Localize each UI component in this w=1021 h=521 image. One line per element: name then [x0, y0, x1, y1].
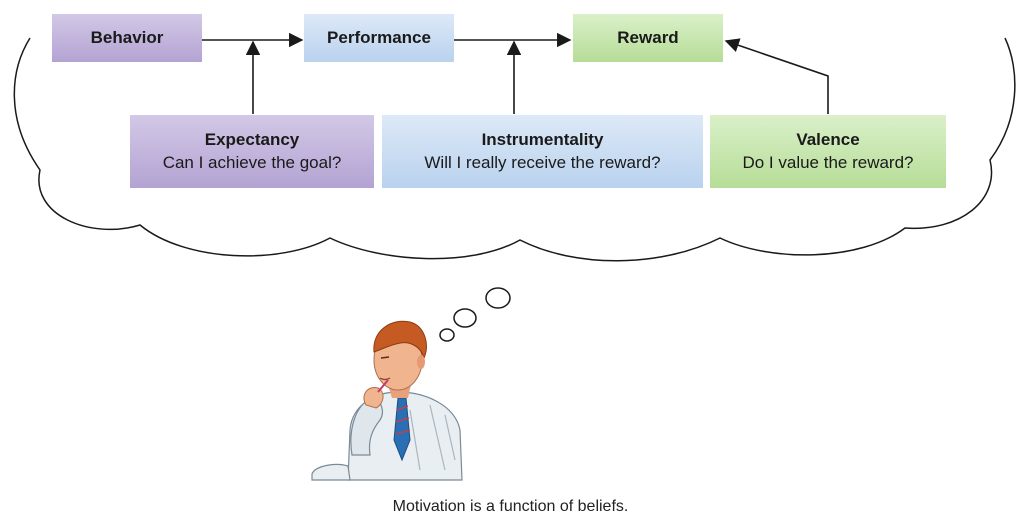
instrumentality-box: Instrumentality Will I really receive th… [382, 115, 703, 188]
valence-box: Valence Do I value the reward? [710, 115, 946, 188]
instrumentality-question: Will I really receive the reward? [424, 152, 661, 172]
expectancy-box: Expectancy Can I achieve the goal? [130, 115, 374, 188]
valence-title: Valence [796, 129, 860, 149]
performance-box: Performance [304, 14, 454, 62]
thinking-man-illustration [311, 320, 463, 481]
thought-cloud-outline [13, 37, 1016, 262]
expectancy-question: Can I achieve the goal? [162, 152, 342, 172]
reward-box: Reward [573, 14, 723, 62]
instrumentality-title: Instrumentality [481, 129, 604, 149]
performance-label: Performance [327, 28, 431, 47]
connectors [202, 32, 829, 114]
behavior-box: Behavior [52, 14, 202, 62]
behavior-label: Behavior [90, 28, 164, 47]
arrow-valence-to-reward [724, 38, 829, 114]
figure-caption: Motivation is a function of beliefs. [392, 498, 629, 515]
valence-question: Do I value the reward? [742, 152, 914, 172]
reward-label: Reward [617, 28, 679, 47]
thought-bubbles [439, 287, 511, 342]
expectancy-title: Expectancy [204, 129, 300, 149]
